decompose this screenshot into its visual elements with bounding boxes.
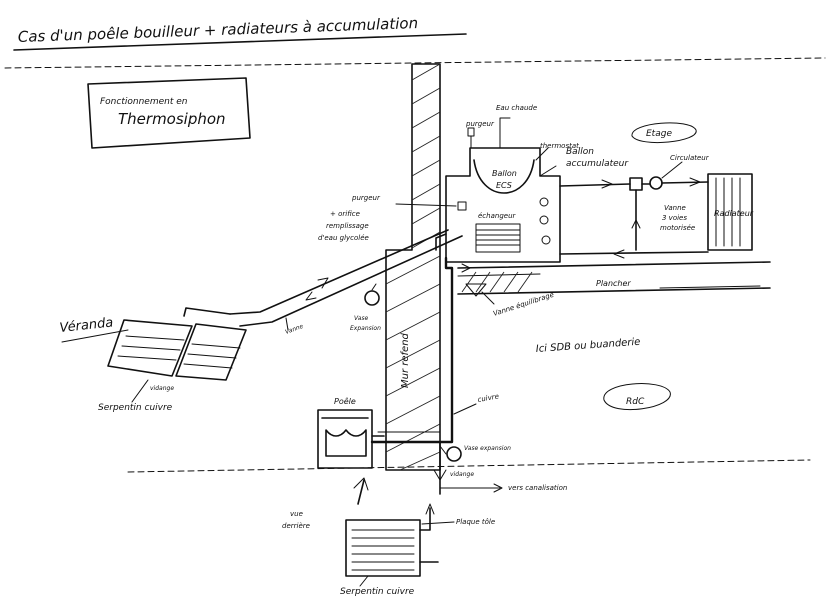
purgeur-side-label: purgeur bbox=[351, 194, 381, 202]
main-pipes: cuivre bbox=[372, 234, 500, 442]
vanne-equilibrage: Vanne équilibrage bbox=[466, 284, 555, 318]
purgeur-top-label: purgeur bbox=[465, 120, 495, 128]
title-block: Cas d'un poêle bouilleur + radiateurs à … bbox=[14, 14, 466, 50]
top-dashed-line bbox=[5, 58, 825, 68]
vase-expansion-right: Vase expansion vidange vers canalisation bbox=[434, 442, 567, 494]
collector-pipes bbox=[230, 230, 462, 326]
vase-expansion-right-label: Vase expansion bbox=[464, 445, 511, 452]
vanne-3-voies-label-1: Vanne bbox=[664, 204, 686, 212]
etage-label: Etage bbox=[646, 129, 672, 139]
ballon-ecs-label-2: ECS bbox=[496, 181, 512, 190]
mur-refend-label: Mur refend bbox=[400, 332, 411, 388]
remplissage-label-3: d'eau glycolée bbox=[318, 234, 369, 242]
plancher-label: Plancher bbox=[596, 279, 631, 288]
purgeur-top: purgeur Eau chaude bbox=[465, 104, 537, 148]
vue-derriere-label-2: derrière bbox=[282, 522, 310, 530]
vase-expansion-left-label-1: Vase bbox=[354, 315, 369, 322]
echangeur-coil bbox=[476, 224, 520, 252]
serpentin-cuivre-bottom-label: Serpentin cuivre bbox=[340, 587, 415, 597]
vanne-3-voies-label-3: motorisée bbox=[660, 224, 695, 232]
remplissage-label-2: remplissage bbox=[326, 222, 369, 230]
vidange-right-label: vidange bbox=[450, 471, 474, 478]
rdc-bubble: RdC bbox=[604, 384, 671, 410]
vers-canalisation-label: vers canalisation bbox=[508, 484, 567, 492]
thermosiphon-box: Fonctionnement en Thermosiphon bbox=[88, 78, 250, 148]
plaque-tole: vue derrière Plaque tôle Serpentin cuivr… bbox=[282, 478, 495, 597]
cuivre-label: cuivre bbox=[477, 392, 500, 404]
ballon-ecs-label-1: Ballon bbox=[492, 169, 517, 178]
ballon-label-2: accumulateur bbox=[566, 159, 629, 169]
vanne-equilibrage-label: Vanne équilibrage bbox=[492, 291, 555, 318]
vase-expansion-left-label-2: Expansion bbox=[350, 325, 381, 332]
radiateur-label: Radiateur bbox=[714, 209, 754, 218]
plaque-tole-label: Plaque tôle bbox=[456, 518, 495, 526]
circulateur-label: Circulateur bbox=[670, 154, 710, 162]
title-text: Cas d'un poêle bouilleur + radiateurs à … bbox=[18, 14, 419, 46]
poele-label: Poêle bbox=[334, 396, 356, 406]
box-label-line-2: Thermosiphon bbox=[118, 110, 226, 128]
vidange-left-label: vidange bbox=[150, 385, 174, 392]
plancher-floor: Plancher bbox=[458, 262, 770, 294]
eau-chaude-label: Eau chaude bbox=[496, 104, 537, 112]
veranda-label: Véranda bbox=[59, 315, 114, 336]
rdc-label: RdC bbox=[626, 397, 645, 407]
box-label-line-1: Fonctionnement en bbox=[100, 97, 188, 107]
veranda-collector: Véranda vidange Vanne Serpentin cuivre bbox=[59, 308, 305, 413]
echangeur-label: échangeur bbox=[478, 212, 517, 220]
remplissage-label-1: + orifice bbox=[330, 210, 360, 218]
vanne-3-voies-label-2: 3 voies bbox=[662, 214, 687, 222]
vanne-3-voies bbox=[630, 178, 642, 190]
vase-expansion-left: Vase Expansion bbox=[350, 284, 381, 332]
vue-derriere-label-1: vue bbox=[290, 510, 303, 518]
etage-circuit: Etage Vanne 3 voies motorisée Circulateu… bbox=[560, 123, 754, 258]
poele-stove: Poêle bbox=[318, 396, 384, 468]
ballon-accumulateur: Ballon ECS échangeur thermostat Ballon a… bbox=[446, 142, 629, 262]
serpentin-cuivre-label: Serpentin cuivre bbox=[98, 403, 173, 413]
ici-sdb-label: Ici SDB ou buanderie bbox=[535, 337, 640, 355]
ballon-label-1: Ballon bbox=[566, 147, 594, 157]
circulateur bbox=[650, 177, 662, 189]
